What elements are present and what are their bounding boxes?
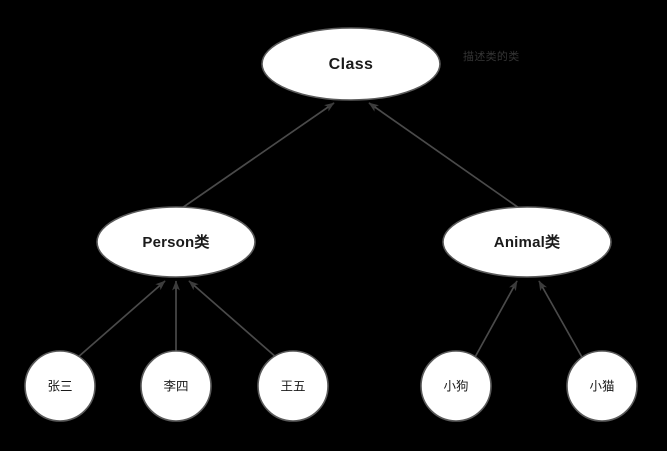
node-animal-ellipse[interactable] xyxy=(442,206,612,278)
node-person-label: Person类 xyxy=(142,233,210,251)
annotation-describe-class: 描述类的类 xyxy=(463,49,520,63)
node-xiaomao-circle[interactable] xyxy=(566,350,638,422)
edge-group-to-person xyxy=(76,280,278,359)
node-xiaomao[interactable]: 小猫 xyxy=(566,350,638,422)
node-zhangsan[interactable]: 张三 xyxy=(24,350,96,422)
node-person[interactable]: Person类 xyxy=(96,206,256,278)
node-xiaogou[interactable]: 小狗 xyxy=(420,350,492,422)
node-xiaomao-label: 小猫 xyxy=(589,379,614,393)
node-xiaogou-label: 小狗 xyxy=(443,379,468,393)
node-wangwu-label: 王五 xyxy=(280,379,305,393)
node-class-ellipse[interactable] xyxy=(261,27,441,101)
edge-zhangsan-to-person xyxy=(76,280,166,359)
node-class-root[interactable]: Class xyxy=(261,27,441,101)
node-class-label: Class xyxy=(329,56,374,73)
node-zhangsan-label: 张三 xyxy=(47,378,72,393)
edge-xiaogou-to-animal xyxy=(473,280,518,360)
node-person-ellipse[interactable] xyxy=(96,206,256,278)
edge-group-to-root xyxy=(181,102,520,209)
node-wangwu[interactable]: 王五 xyxy=(257,350,329,422)
edge-animal-to-class xyxy=(368,102,520,209)
edge-person-to-class xyxy=(181,102,335,209)
edge-group-to-animal xyxy=(473,280,584,360)
node-lisi-circle[interactable] xyxy=(140,350,212,422)
node-lisi[interactable]: 李四 xyxy=(140,350,212,422)
edge-xiaomao-to-animal xyxy=(538,280,584,360)
edge-wangwu-to-person xyxy=(188,280,278,359)
node-animal-label: Animal类 xyxy=(494,233,561,251)
node-zhangsan-circle[interactable] xyxy=(24,350,96,422)
node-animal[interactable]: Animal类 xyxy=(442,206,612,278)
node-wangwu-circle[interactable] xyxy=(257,350,329,422)
node-xiaogou-circle[interactable] xyxy=(420,350,492,422)
node-lisi-label: 李四 xyxy=(163,378,188,393)
